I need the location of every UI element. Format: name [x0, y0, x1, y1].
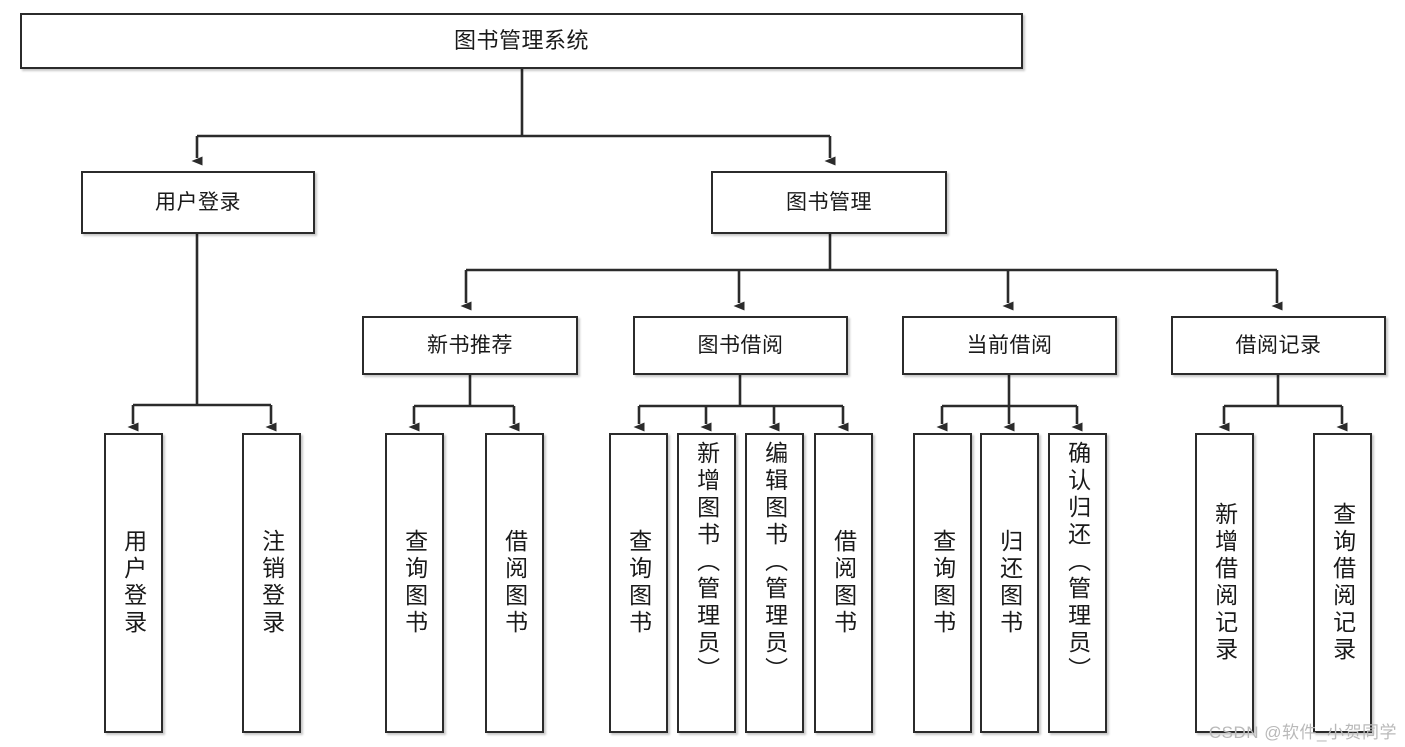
node-label: 图书管理 [786, 190, 872, 214]
node-label: 注销登录 [258, 529, 285, 637]
node-borrow-record[interactable]: 借阅记录 [1171, 316, 1386, 375]
leaf-edit-book-admin[interactable]: 编辑图书（管理员） [745, 433, 804, 733]
node-label: 新增图书（管理员） [693, 441, 720, 684]
node-label: 借阅图书 [501, 529, 528, 637]
leaf-borrow-book-newbook[interactable]: 借阅图书 [485, 433, 544, 733]
node-label: 用户登录 [155, 190, 241, 214]
node-label: 查询图书 [625, 529, 652, 637]
leaf-add-borrow-record[interactable]: 新增借阅记录 [1195, 433, 1254, 733]
leaf-confirm-return-admin[interactable]: 确认归还（管理员） [1048, 433, 1107, 733]
leaf-query-book-borrow[interactable]: 查询图书 [609, 433, 668, 733]
leaf-query-borrow-record[interactable]: 查询借阅记录 [1313, 433, 1372, 733]
node-label: 新增借阅记录 [1211, 502, 1238, 664]
leaf-borrow-book-bookborrow[interactable]: 借阅图书 [814, 433, 873, 733]
node-label: 借阅图书 [830, 529, 857, 637]
node-user-login[interactable]: 用户登录 [81, 171, 315, 234]
node-label: 用户登录 [120, 529, 147, 637]
node-label: 借阅记录 [1235, 333, 1322, 357]
node-label: 图书借阅 [697, 333, 784, 357]
node-label: 编辑图书（管理员） [761, 441, 788, 684]
node-label: 新书推荐 [427, 333, 513, 357]
node-label: 查询图书 [401, 529, 428, 637]
node-label: 查询图书 [929, 529, 956, 637]
node-label: 当前借阅 [966, 333, 1053, 357]
node-label: 确认归还（管理员） [1064, 441, 1091, 684]
node-book-borrow[interactable]: 图书借阅 [633, 316, 848, 375]
leaf-user-login[interactable]: 用户登录 [104, 433, 163, 733]
node-label: 图书管理系统 [453, 27, 589, 53]
leaf-query-book-current[interactable]: 查询图书 [913, 433, 972, 733]
node-book-management[interactable]: 图书管理 [711, 171, 947, 234]
node-root-book-management-system[interactable]: 图书管理系统 [20, 13, 1023, 69]
leaf-add-book-admin[interactable]: 新增图书（管理员） [677, 433, 736, 733]
leaf-query-book-newbook[interactable]: 查询图书 [385, 433, 444, 733]
leaf-return-book[interactable]: 归还图书 [980, 433, 1039, 733]
leaf-logout[interactable]: 注销登录 [242, 433, 301, 733]
node-new-book-recommendation[interactable]: 新书推荐 [362, 316, 578, 375]
watermark: CSDN @软件_小贺同学 [1208, 723, 1397, 742]
node-current-borrow[interactable]: 当前借阅 [902, 316, 1117, 375]
node-label: 归还图书 [996, 529, 1023, 637]
node-label: 查询借阅记录 [1329, 502, 1356, 664]
